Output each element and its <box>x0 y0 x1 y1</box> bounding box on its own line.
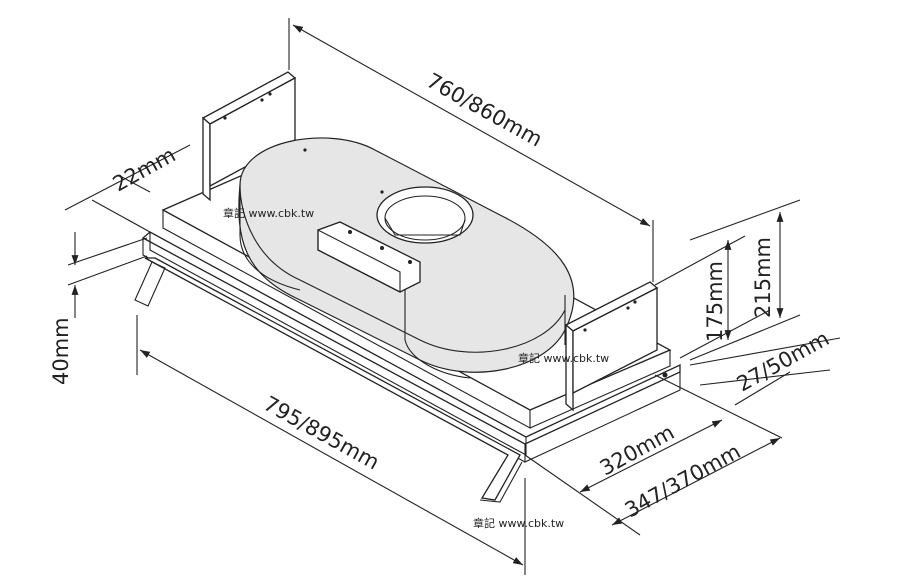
blower-housing <box>238 137 575 379</box>
watermark-middle: 章記 www.cbk.tw <box>518 351 609 365</box>
label-depth-top: 760/860mm <box>423 68 547 151</box>
label-body-height-total: 215mm <box>751 237 775 318</box>
label-front-height: 40mm <box>49 317 73 385</box>
label-body-height-inner: 175mm <box>703 261 727 342</box>
dimension-lines <box>64 18 841 575</box>
watermarks: 章記 www.cbk.tw 章記 www.cbk.tw 章記 www.cbk.t… <box>223 206 609 530</box>
watermark-top: 章記 www.cbk.tw <box>223 206 314 220</box>
right-mounting-bracket <box>564 281 668 412</box>
label-width-front: 795/895mm <box>260 391 384 474</box>
watermark-bottom: 章記 www.cbk.tw <box>473 516 564 530</box>
label-depth-inner: 320mm <box>596 420 678 480</box>
